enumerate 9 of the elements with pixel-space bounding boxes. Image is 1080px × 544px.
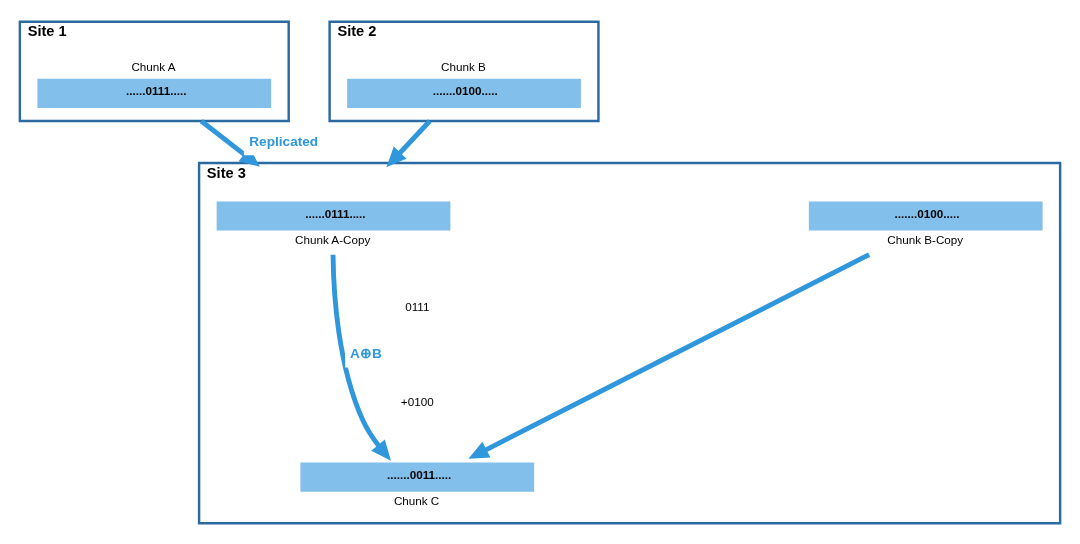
edge-label: Replicated xyxy=(249,133,319,149)
edge-label: A⊕B xyxy=(350,345,382,361)
node-label: Chunk A xyxy=(131,59,176,73)
node-label: Chunk B xyxy=(441,59,486,73)
node-label: Chunk C xyxy=(393,493,440,507)
label: 0111 xyxy=(405,299,430,313)
label: +0100 xyxy=(400,394,434,408)
node-label: Chunk B-Copy xyxy=(887,232,964,246)
node-label: Chunk A-Copy xyxy=(295,232,371,246)
